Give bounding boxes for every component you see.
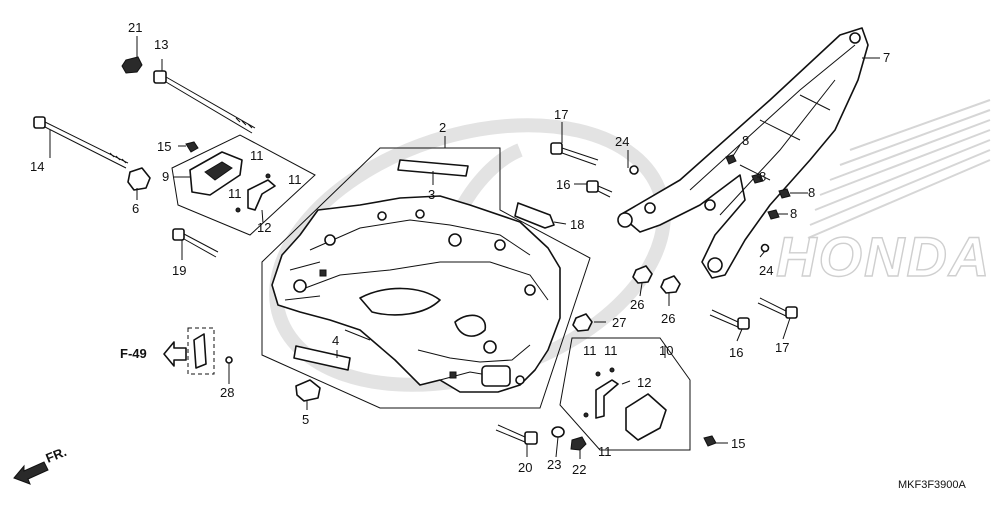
label-28: 28: [220, 385, 234, 400]
bolt-17a: [550, 142, 599, 166]
label-15b: 15: [731, 436, 745, 451]
label-12a: 12: [257, 220, 271, 235]
pin-11d: [609, 367, 615, 373]
strip-4: [293, 345, 351, 371]
grommet-24b: [760, 243, 770, 253]
label-6: 6: [132, 201, 139, 216]
strip-3: [397, 159, 469, 177]
honda-watermark-text: HONDA: [776, 225, 991, 288]
label-8b: 8: [759, 169, 766, 184]
clip-12a: [247, 179, 276, 211]
bolt-16a: [586, 180, 613, 198]
sub-frame: [617, 27, 869, 279]
bolt-14: [33, 116, 129, 169]
nut-22: [570, 436, 587, 451]
bolt-17b: [757, 297, 798, 319]
nut-27: [572, 313, 593, 332]
bolt-19: [172, 228, 219, 258]
front-indicator-label: FR.: [44, 444, 69, 466]
part-labels: 2 3 4 5 6 7 8 8 8 8 9 10 11 11 11 11 11 …: [30, 20, 890, 477]
nut-26a: [632, 265, 653, 284]
cross-reference-f49: F-49: [120, 341, 187, 367]
cover-9-detail: [204, 161, 233, 181]
bolt-16b: [709, 309, 750, 330]
cover-group-box-left: [171, 134, 316, 236]
collar-5: [295, 379, 321, 402]
cover-group-box-right: [559, 337, 691, 451]
label-11c: 11: [228, 186, 242, 201]
label-18: 18: [570, 217, 584, 232]
label-11e: 11: [604, 343, 618, 358]
label-12b: 12: [637, 375, 651, 390]
label-11d: 11: [583, 343, 597, 358]
honda-wing-logo: [807, 99, 991, 239]
grommet-24a: [629, 165, 639, 175]
label-21: 21: [128, 20, 142, 35]
label-26b: 26: [661, 311, 675, 326]
label-16b: 16: [729, 345, 743, 360]
front-indicator: FR.: [13, 444, 69, 485]
label-17b: 17: [775, 340, 789, 355]
label-9: 9: [162, 169, 169, 184]
clip-12b: [595, 379, 619, 419]
label-8a: 8: [742, 133, 749, 148]
label-13: 13: [154, 37, 168, 52]
bolt-15b: [703, 435, 717, 447]
label-17a: 17: [554, 107, 568, 122]
clip-dashed-box: [187, 327, 215, 375]
bolt-20: [495, 424, 538, 445]
pin-11e: [583, 412, 589, 418]
label-4: 4: [332, 333, 339, 348]
pin-11c: [595, 371, 601, 377]
label-26a: 26: [630, 297, 644, 312]
clip-bracket: [193, 333, 207, 369]
label-24b: 24: [759, 263, 773, 278]
front-arrow-icon: [13, 461, 49, 485]
pin-11a: [265, 173, 271, 179]
washer-23: [551, 426, 565, 438]
label-10: 10: [659, 343, 673, 358]
label-5: 5: [302, 412, 309, 427]
cross-reference-label: F-49: [120, 346, 147, 361]
nut-26b: [660, 275, 681, 294]
frame-group-box: [261, 147, 591, 409]
nut-21: [121, 56, 143, 74]
label-23: 23: [547, 457, 561, 472]
label-2: 2: [439, 120, 446, 135]
label-7: 7: [883, 50, 890, 65]
label-22: 22: [572, 462, 586, 477]
pin-11b: [235, 207, 241, 213]
main-frame: [271, 195, 561, 393]
label-8d: 8: [790, 206, 797, 221]
label-15a: 15: [157, 139, 171, 154]
collar-18: [514, 202, 555, 229]
arrow-left-icon: [163, 341, 187, 367]
label-24a: 24: [615, 134, 629, 149]
screw-28: [225, 356, 233, 374]
label-11a: 11: [250, 148, 264, 163]
cover-10: [625, 393, 667, 441]
label-8c: 8: [808, 185, 815, 200]
nut-8-group: [725, 154, 791, 220]
label-3: 3: [428, 187, 435, 202]
label-19: 19: [172, 263, 186, 278]
label-14: 14: [30, 159, 44, 174]
label-20: 20: [518, 460, 532, 475]
label-16a: 16: [556, 177, 570, 192]
label-11b: 11: [288, 172, 302, 187]
label-27: 27: [612, 315, 626, 330]
collar-6: [127, 167, 151, 191]
bolt-15a: [185, 141, 199, 153]
label-11f: 11: [598, 444, 612, 459]
diagram-code: MKF3F3900A: [898, 479, 967, 491]
bolt-13: [153, 70, 256, 134]
leader-lines: [49, 36, 880, 459]
